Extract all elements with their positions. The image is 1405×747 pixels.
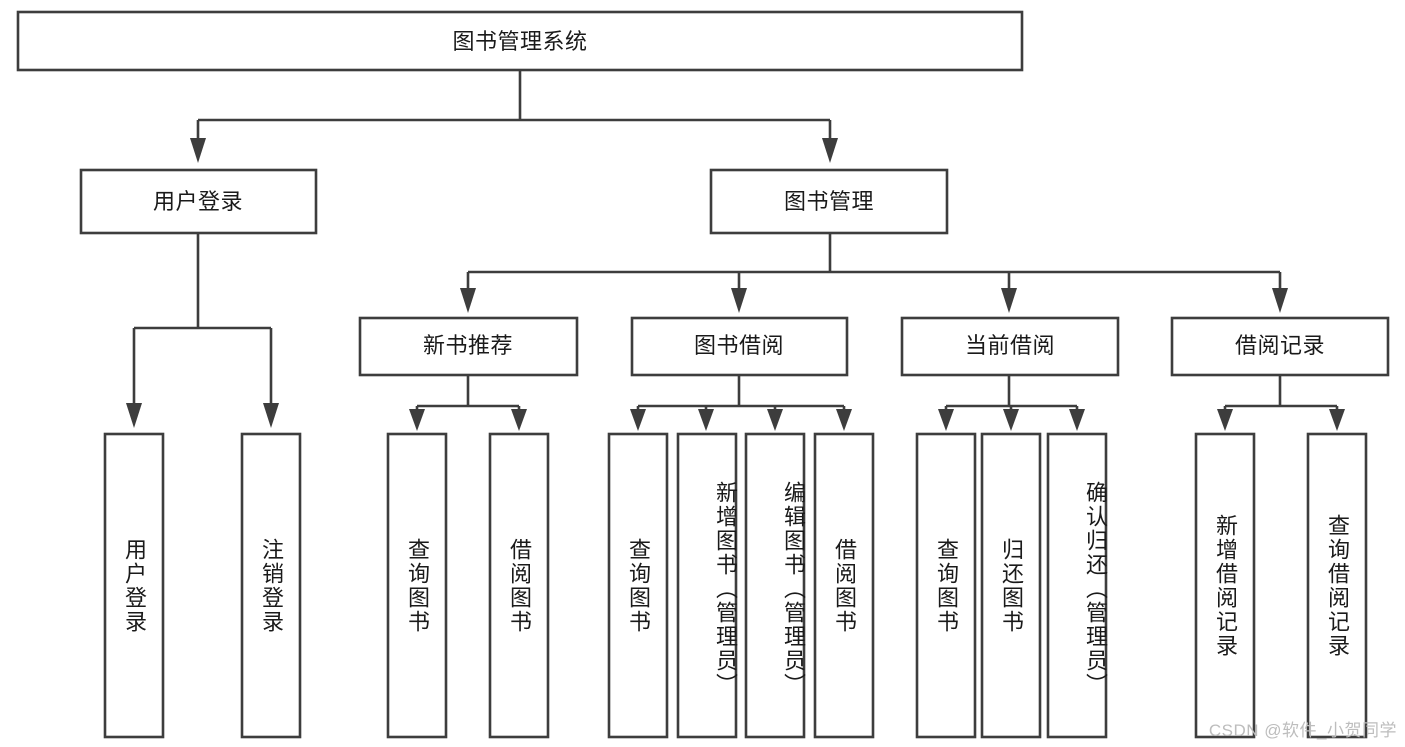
edge-group-user-login-children (126, 233, 279, 428)
arrow-head-book-borrow (731, 288, 747, 313)
leaf-box-cb-query-book[interactable] (915, 432, 977, 739)
leaf-box-user-login[interactable] (103, 432, 165, 739)
node-new-book-recommend-label: 新书推荐 (423, 333, 513, 358)
node-book-management-label: 图书管理 (784, 189, 874, 214)
node-current-borrow-box[interactable] (900, 316, 1120, 377)
node-user-login-box[interactable] (79, 168, 318, 235)
leaf-box-bb-add-book[interactable] (676, 432, 738, 739)
arrow-head-cb-leaf-2 (1003, 409, 1019, 431)
arrow-head-leaf-user-login (126, 403, 142, 428)
leaf-boxes-book-borrow (607, 432, 875, 739)
leaf-box-cb-return-book[interactable] (980, 432, 1042, 739)
arrow-head-bb-leaf-3 (767, 409, 783, 431)
node-user-login[interactable]: 用户登录 (79, 168, 318, 235)
node-book-management-box[interactable] (709, 168, 949, 235)
node-current-borrow[interactable]: 当前借阅 (900, 316, 1120, 377)
node-book-management[interactable]: 图书管理 (709, 168, 949, 235)
leaf-boxes-current-borrow (915, 432, 1108, 739)
arrow-head-bb-leaf-1 (630, 409, 646, 431)
arrow-head-book-mgmt (822, 138, 838, 163)
node-book-borrow-box[interactable] (630, 316, 849, 377)
node-user-login-label: 用户登录 (153, 189, 243, 214)
edge-group-current-borrow-children (938, 375, 1085, 431)
node-root-box[interactable] (16, 10, 1024, 72)
arrow-head-nbr-leaf-1 (409, 409, 425, 431)
arrow-head-nbr-leaf-2 (511, 409, 527, 431)
arrow-head-new-book-recommend (460, 288, 476, 313)
arrow-head-bb-leaf-4 (836, 409, 852, 431)
leaf-box-br-add-record[interactable] (1194, 432, 1256, 739)
leaf-boxes-borrow-record (1194, 432, 1368, 739)
arrow-head-cb-leaf-1 (938, 409, 954, 431)
node-book-borrow-label: 图书借阅 (694, 333, 784, 358)
leaf-box-bb-query-book[interactable] (607, 432, 669, 739)
leaf-box-bb-borrow-book[interactable] (813, 432, 875, 739)
leaf-box-cb-confirm-return[interactable] (1046, 432, 1108, 739)
leaf-boxes-new-book-recommend (386, 432, 550, 739)
leaf-box-br-query-record[interactable] (1306, 432, 1368, 739)
arrow-head-cb-leaf-3 (1069, 409, 1085, 431)
csdn-watermark: CSDN @软件_小贺同学 (1208, 721, 1397, 740)
leaf-box-logout[interactable] (240, 432, 302, 739)
node-borrow-record[interactable]: 借阅记录 (1170, 316, 1390, 377)
edge-group-book-borrow-children (630, 375, 852, 431)
node-new-book-recommend-box[interactable] (358, 316, 579, 377)
leaf-box-nbr-borrow-book[interactable] (488, 432, 550, 739)
node-root[interactable]: 图书管理系统 (16, 10, 1024, 72)
arrow-head-user-login (190, 138, 206, 163)
leaf-box-bb-edit-book[interactable] (744, 432, 806, 739)
arrow-head-br-leaf-1 (1217, 409, 1233, 431)
arrow-head-bb-leaf-2 (698, 409, 714, 431)
edge-group-book-mgmt-children (460, 233, 1288, 313)
node-new-book-recommend[interactable]: 新书推荐 (358, 316, 579, 377)
arrow-head-borrow-record (1272, 288, 1288, 313)
leaf-boxes-user-login (103, 432, 302, 739)
edge-group-borrow-record-children (1217, 375, 1345, 431)
arrow-head-current-borrow (1001, 288, 1017, 313)
arrow-head-leaf-logout (263, 403, 279, 428)
node-borrow-record-label: 借阅记录 (1235, 333, 1325, 358)
leaf-box-nbr-query-book[interactable] (386, 432, 448, 739)
edge-group-root-to-level1 (190, 70, 838, 163)
node-borrow-record-box[interactable] (1170, 316, 1390, 377)
node-current-borrow-label: 当前借阅 (965, 333, 1055, 358)
node-book-borrow[interactable]: 图书借阅 (630, 316, 849, 377)
node-root-label: 图书管理系统 (452, 29, 587, 54)
edge-group-new-book-recommend-children (409, 375, 527, 431)
arrow-head-br-leaf-2 (1329, 409, 1345, 431)
